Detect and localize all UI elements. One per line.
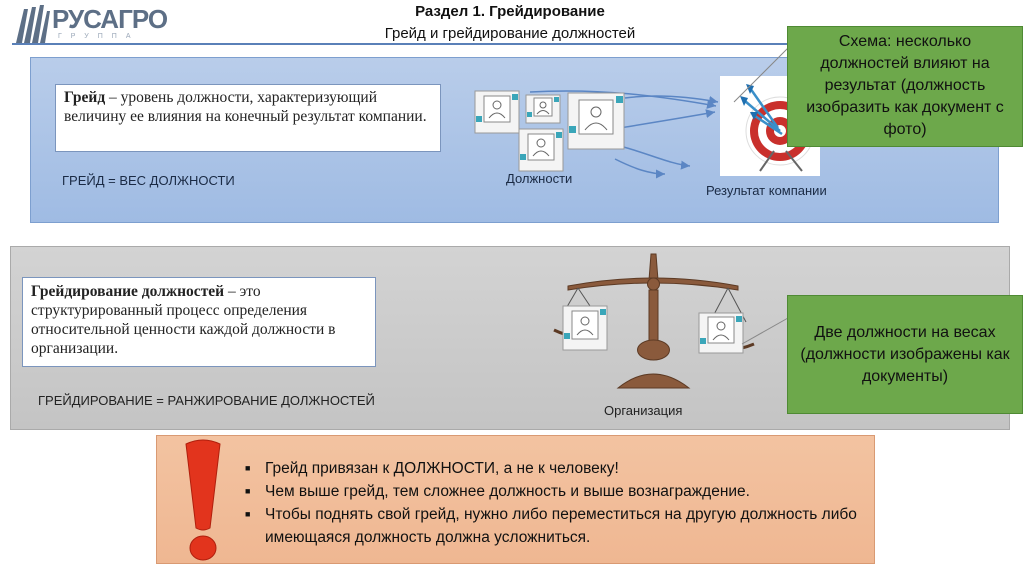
callout-line — [741, 317, 789, 345]
document-photo-icon — [525, 94, 561, 124]
diagram-note-scales: Две должности на весах (должности изобра… — [787, 295, 1023, 414]
grading-definition-text: – это структурированный процесс определе… — [31, 283, 336, 357]
list-item: Грейд привязан к ДОЛЖНОСТИ, а не к челов… — [243, 457, 863, 480]
key-points-list: Грейд привязан к ДОЛЖНОСТИ, а не к челов… — [243, 457, 863, 549]
document-photo-icon — [562, 305, 608, 351]
document-photo-icon — [567, 92, 625, 150]
company-result-label: Результат компании — [706, 183, 827, 198]
positions-label: Должности — [506, 171, 573, 186]
list-item: Чтобы поднять свой грейд, нужно либо пер… — [243, 503, 863, 549]
grading-term: Грейдирование должностей — [31, 283, 225, 300]
diagram-note-positions: Схема: несколько должностей влияют на ре… — [787, 26, 1023, 147]
grading-definition-box: Грейдирование должностей – это структури… — [22, 277, 376, 367]
page-subtitle: Грейд и грейдирование должностей — [384, 25, 636, 42]
list-item: Чем выше грейд, тем сложнее должность и … — [243, 480, 863, 503]
header-divider — [12, 43, 1012, 45]
grading-formula: ГРЕЙДИРОВАНИЕ = РАНЖИРОВАНИЕ ДОЛЖНОСТЕЙ — [38, 393, 375, 408]
logo-subtext: ГРУППА — [58, 33, 140, 40]
grade-formula: ГРЕЙД = ВЕС ДОЛЖНОСТИ — [62, 173, 235, 188]
document-photo-icon — [698, 312, 744, 354]
exclamation-icon — [185, 439, 221, 561]
page-title: Раздел 1. Грейдирование — [415, 3, 605, 20]
grade-term: Грейд — [64, 89, 106, 106]
document-photo-icon — [474, 90, 520, 134]
organization-label: Организация — [604, 403, 683, 418]
callout-line — [733, 47, 789, 103]
grade-definition-box: Грейд – уровень должности, характеризующ… — [55, 84, 441, 152]
company-logo-icon — [16, 5, 50, 43]
logo-text: РУСАГРО — [52, 4, 168, 34]
document-photo-icon — [518, 128, 564, 172]
grade-definition-text: – уровень должности, характеризующий вел… — [64, 89, 427, 125]
